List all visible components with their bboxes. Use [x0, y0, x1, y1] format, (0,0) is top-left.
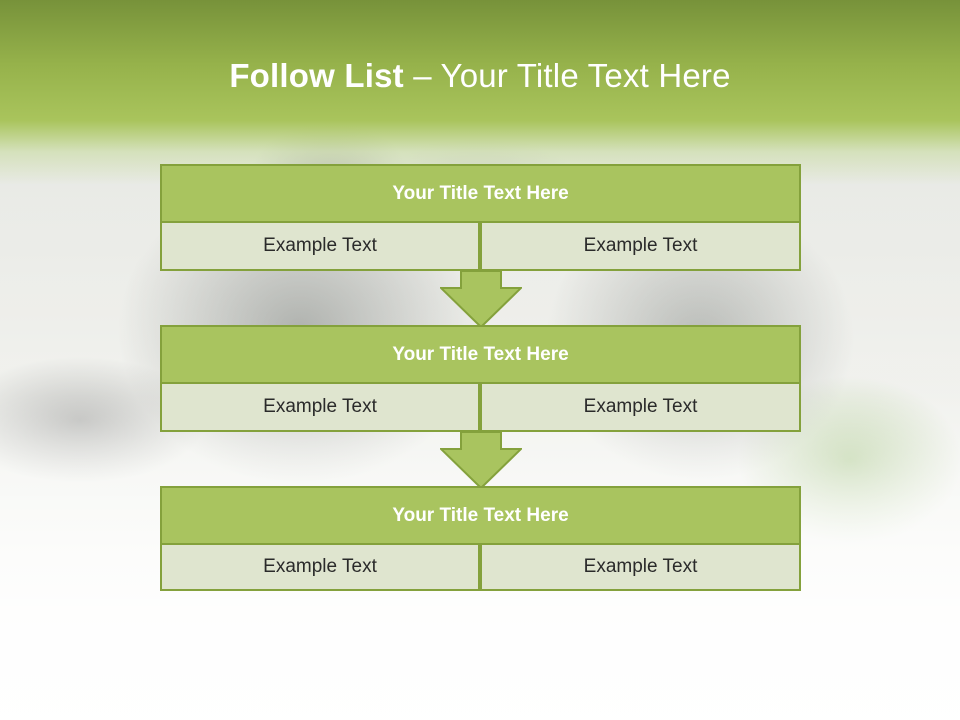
block-cell-right: Example Text — [480, 382, 801, 432]
block-cell-left: Example Text — [160, 221, 480, 271]
down-arrow-icon — [440, 270, 522, 328]
block-title: Your Title Text Here — [160, 325, 801, 384]
slide-title: Follow List – Your Title Text Here — [0, 54, 960, 98]
slide-title-rest: – Your Title Text Here — [403, 57, 731, 94]
header-band — [0, 0, 960, 185]
block-cell-left: Example Text — [160, 382, 480, 432]
block-title: Your Title Text Here — [160, 486, 801, 545]
slide-title-bold: Follow List — [229, 57, 404, 94]
down-arrow-icon — [440, 431, 522, 489]
block-cell-left: Example Text — [160, 543, 480, 591]
block-title: Your Title Text Here — [160, 164, 801, 223]
block-cell-right: Example Text — [480, 221, 801, 271]
block-cell-right: Example Text — [480, 543, 801, 591]
